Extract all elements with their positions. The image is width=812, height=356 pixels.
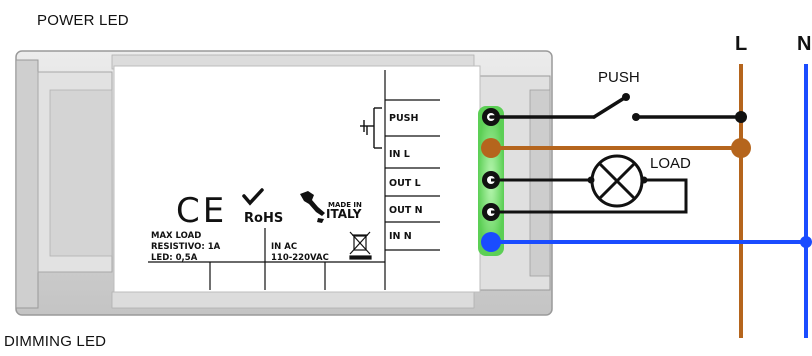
max-load-text: MAX LOAD	[151, 231, 201, 241]
ce-mark: CE	[176, 191, 227, 231]
load-label: LOAD	[650, 155, 691, 172]
device-label-panel	[113, 65, 481, 293]
terminal-label-in-l: IN L	[389, 149, 410, 160]
weee-bin-icon	[349, 231, 372, 260]
rohs-check-icon	[242, 188, 264, 206]
terminal-dividers	[148, 70, 440, 290]
load-wire	[491, 178, 688, 214]
push-switch-wire	[489, 95, 743, 119]
push-label: PUSH	[598, 69, 640, 86]
italy-text: ITALY	[326, 207, 362, 221]
terminal-label-out-l: OUT L	[389, 178, 421, 189]
made-in-text: MADE IN	[328, 201, 362, 209]
bus-label-n: N	[797, 33, 811, 55]
led-rating-text: LED: 0,5A	[151, 253, 198, 263]
push-switch-symbol	[360, 107, 382, 149]
terminal-label-out-n: OUT N	[389, 205, 423, 216]
resistivo-text: RESISTIVO: 1A	[151, 242, 221, 252]
power-led-caption: POWER LED	[37, 12, 129, 29]
dimming-led-caption: DIMMING LED	[4, 333, 107, 350]
in-ac-text: IN AC	[271, 242, 297, 252]
italy-map-icon	[300, 191, 325, 223]
bus-label-l: L	[735, 33, 747, 55]
terminal-label-in-n: IN N	[389, 231, 412, 242]
rohs-mark: RoHS	[244, 211, 283, 226]
voltage-text: 110-220VAC	[271, 253, 329, 263]
lamp-load-icon	[587, 154, 648, 208]
terminal-label-push: PUSH	[389, 113, 419, 124]
